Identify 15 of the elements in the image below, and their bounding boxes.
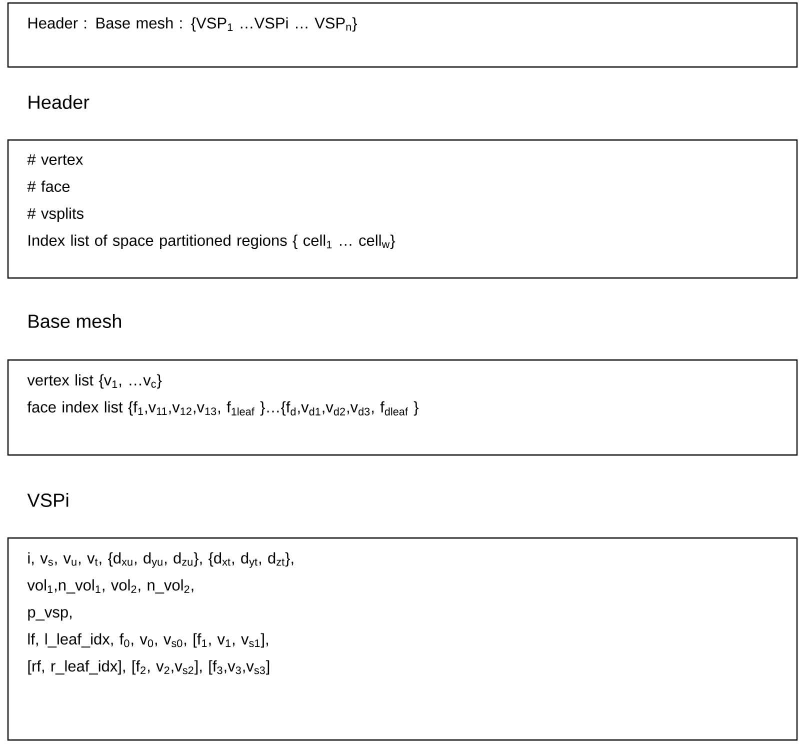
field-line: lf, l_leaf_idx, f$_{0}$, v$_{0}$, v$_{s0}$, [f$_{1}$, v$_{1}$, v$_{s1}$], bbox=[28, 633, 268, 648]
section-heading: Base mesh bbox=[28, 314, 121, 328]
field-line: p_vsp, bbox=[28, 609, 72, 621]
section-heading: VSPi bbox=[27, 493, 68, 507]
field-line: vertex list {v$_{1}$, …v$_{c}$} bbox=[27, 374, 162, 389]
section-heading: Header bbox=[28, 95, 90, 109]
field-line: Header : Base mesh : {VSP$_{1}$ …VSPi … VSP$_{n}$} bbox=[28, 17, 357, 32]
field-line: i, v$_{s}$, v$_{u}$, v$_{t}$, {d$_{xu}$, d$_{yu}$, d$_{zu}$}, {d$_{xt}$, d$_{yt}$, d$_{zt}$}, bbox=[28, 552, 294, 568]
field-line: [rf, r_leaf_idx], [f$_{2}$, v$_{2}$,v$_{s2}$], [f$_{3}$,v$_{3}$,v$_{s3}$] bbox=[28, 660, 270, 675]
field-line: # vsplits bbox=[27, 208, 84, 222]
field-line: # face bbox=[27, 180, 70, 192]
field-line: Index list of space partitioned regions { cell$_{1}$ … cell$_{w}$} bbox=[28, 234, 396, 250]
field-line: # vertex bbox=[27, 154, 84, 165]
field-line: face index list {f$_{1}$,v$_{11}$,v$_{12}$,v$_{13}$, f$_{1leaf}$ }…{f$_{d}$,v$_{d1}$,v$_{d2}$,v$_{d3}$, f$_{dleaf}$ } bbox=[27, 401, 418, 416]
field-line: vol$_{1}$,n_vol$_{1}$, vol$_{2}$, n_vol$_{2}$, bbox=[27, 579, 194, 594]
